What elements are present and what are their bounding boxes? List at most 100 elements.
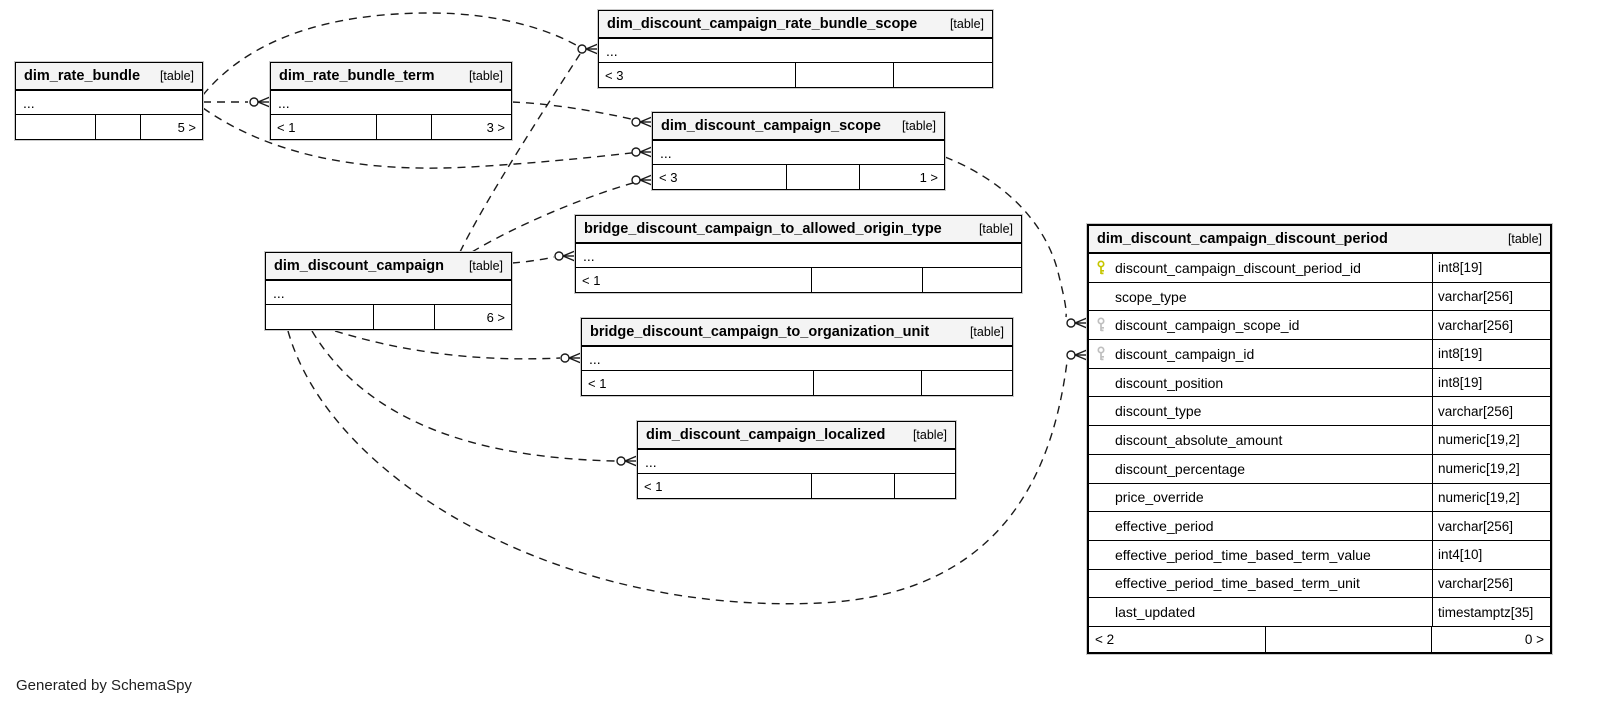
- parents-count: < 2: [1089, 626, 1267, 652]
- column-type: numeric[19,2]: [1432, 454, 1550, 483]
- column-name: discount_absolute_amount: [1115, 431, 1283, 448]
- column-type: varchar[256]: [1432, 397, 1550, 426]
- table-node-bridge-discount-campaign-to-allowed-origin-type[interactable]: bridge_discount_campaign_to_allowed_orig…: [575, 215, 1022, 293]
- crow-foot-marker: [1066, 349, 1088, 361]
- table-header[interactable]: dim_discount_campaign_rate_bundle_scope …: [599, 11, 992, 39]
- column-name: effective_period: [1115, 518, 1214, 535]
- key-icon: [1095, 346, 1115, 362]
- table-tag: [table]: [1507, 232, 1542, 246]
- table-header[interactable]: dim_rate_bundle [table]: [16, 63, 202, 91]
- table-row: effective_period_time_based_term_value i…: [1089, 540, 1550, 570]
- schemaspy-credit: Generated by SchemaSpy: [16, 677, 192, 694]
- column-type: int4[10]: [1432, 540, 1550, 569]
- table-footer: < 3: [599, 63, 992, 87]
- table-title: dim_rate_bundle: [24, 68, 141, 84]
- table-node-bridge-discount-campaign-to-organization-unit[interactable]: bridge_discount_campaign_to_organization…: [581, 318, 1013, 396]
- table-row: discount_absolute_amount numeric[19,2]: [1089, 426, 1550, 455]
- table-row: discount_type varchar[256]: [1089, 397, 1550, 427]
- column-type: varchar[256]: [1432, 512, 1550, 540]
- crow-foot-marker: [560, 352, 582, 364]
- table-tag: [table]: [468, 259, 503, 273]
- column-type: numeric[19,2]: [1432, 483, 1550, 512]
- parents-count: < 1: [638, 474, 813, 498]
- table-tag: [table]: [901, 119, 936, 133]
- collapsed-columns-row: ...: [16, 91, 202, 115]
- children-count: [922, 371, 1012, 395]
- key-icon: [1095, 317, 1115, 333]
- table-node-dim-rate-bundle[interactable]: dim_rate_bundle [table] ... 5 >: [15, 62, 203, 140]
- table-row: price_override numeric[19,2]: [1089, 483, 1550, 513]
- column-name: effective_period_time_based_term_unit: [1115, 575, 1360, 592]
- table-title: dim_discount_campaign_scope: [661, 118, 881, 134]
- footer-spacer: [377, 115, 432, 139]
- footer-spacer: [812, 474, 895, 498]
- footer-spacer: [796, 63, 894, 87]
- table-header[interactable]: dim_discount_campaign_localized [table]: [638, 422, 955, 450]
- table-tag: [table]: [978, 222, 1013, 236]
- parents-count: < 1: [271, 115, 377, 139]
- column-name: discount_campaign_id: [1115, 345, 1255, 362]
- collapsed-columns-row: ...: [638, 450, 955, 474]
- crow-foot-marker: [631, 174, 653, 186]
- column-name: last_updated: [1115, 604, 1196, 621]
- table-row: discount_campaign_scope_id varchar[256]: [1089, 311, 1550, 341]
- table-tag: [table]: [468, 69, 503, 83]
- table-header[interactable]: bridge_discount_campaign_to_organization…: [582, 319, 1012, 347]
- column-name: discount_type: [1115, 403, 1202, 420]
- parents-count: < 1: [582, 371, 815, 395]
- table-footer: < 1: [638, 474, 955, 498]
- relationship-line: [287, 330, 1068, 605]
- crow-foot-marker: [616, 455, 638, 467]
- relationship-line: [944, 156, 1067, 318]
- parents-count: < 3: [653, 165, 787, 189]
- table-header[interactable]: dim_discount_campaign_scope [table]: [653, 113, 944, 141]
- table-title: dim_discount_campaign_rate_bundle_scope: [607, 16, 918, 32]
- column-type: varchar[256]: [1432, 311, 1550, 340]
- column-type: numeric[19,2]: [1432, 426, 1550, 454]
- table-node-dim-discount-campaign-localized[interactable]: dim_discount_campaign_localized [table] …: [637, 421, 956, 499]
- table-footer: 6 >: [266, 305, 511, 329]
- table-row: discount_campaign_id int8[19]: [1089, 340, 1550, 369]
- table-node-dim-discount-campaign-rate-bundle-scope[interactable]: dim_discount_campaign_rate_bundle_scope …: [598, 10, 993, 88]
- footer-spacer: [96, 115, 141, 139]
- collapsed-columns-row: ...: [576, 244, 1021, 268]
- table-node-dim-discount-campaign-scope[interactable]: dim_discount_campaign_scope [table] ... …: [652, 112, 945, 190]
- table-node-dim-discount-campaign[interactable]: dim_discount_campaign [table] ... 6 >: [265, 252, 512, 330]
- column-name: effective_period_time_based_term_value: [1115, 546, 1371, 563]
- children-count: [894, 63, 992, 87]
- children-count: 1 >: [919, 169, 938, 185]
- relationship-line: [511, 101, 641, 122]
- relationship-line: [311, 330, 616, 462]
- parents-count: < 3: [599, 63, 796, 87]
- parents-count: < 1: [576, 268, 812, 292]
- table-tag: [table]: [969, 325, 1004, 339]
- relationship-line: [511, 256, 555, 264]
- table-header[interactable]: bridge_discount_campaign_to_allowed_orig…: [576, 216, 1021, 244]
- table-title: dim_rate_bundle_term: [279, 68, 435, 84]
- footer-spacer: [812, 268, 924, 292]
- children-count: 6 >: [486, 309, 505, 325]
- table-title: bridge_discount_campaign_to_organization…: [590, 324, 930, 340]
- table-node-dim-rate-bundle-term[interactable]: dim_rate_bundle_term [table] ... < 1 3 >: [270, 62, 512, 140]
- key-icon: [1095, 260, 1115, 276]
- table-node-dim-discount-campaign-discount-period[interactable]: dim_discount_campaign_discount_period [t…: [1087, 224, 1552, 654]
- table-footer: < 2 0 >: [1089, 626, 1550, 652]
- parents-count: [266, 305, 374, 329]
- relationship-line: [202, 107, 641, 169]
- children-count: [923, 268, 1021, 292]
- table-row: discount_campaign_discount_period_id int…: [1089, 254, 1550, 283]
- table-header[interactable]: dim_discount_campaign [table]: [266, 253, 511, 281]
- column-name: discount_percentage: [1115, 460, 1245, 477]
- table-tag: [table]: [159, 69, 194, 83]
- table-header[interactable]: dim_discount_campaign_discount_period [t…: [1089, 226, 1550, 254]
- footer-spacer: [787, 165, 860, 189]
- table-title: bridge_discount_campaign_to_allowed_orig…: [584, 221, 942, 237]
- table-header[interactable]: dim_rate_bundle_term [table]: [271, 63, 511, 91]
- crow-foot-marker: [554, 250, 576, 262]
- children-count: 3 >: [486, 119, 505, 135]
- table-row: effective_period_time_based_term_unit va…: [1089, 569, 1550, 599]
- collapsed-columns-row: ...: [271, 91, 511, 115]
- table-footer: < 1: [582, 371, 1012, 395]
- crow-foot-marker: [631, 116, 653, 128]
